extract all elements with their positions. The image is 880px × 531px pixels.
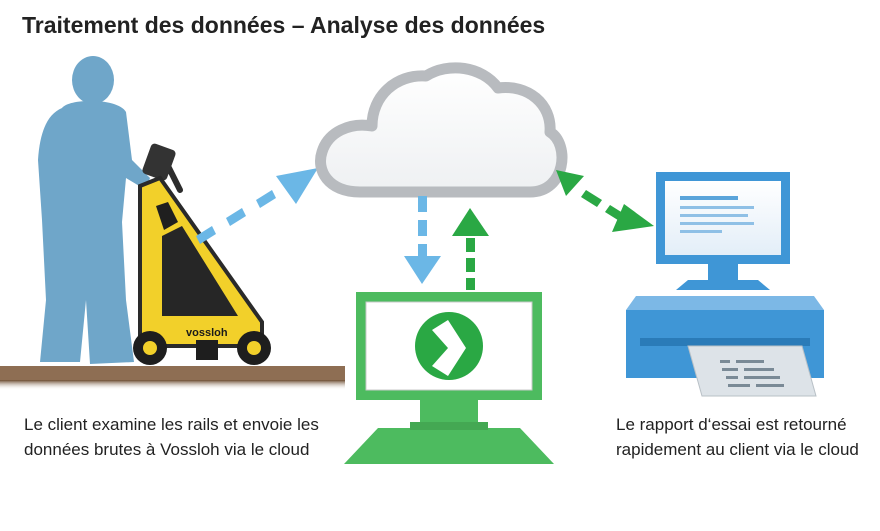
report-caption-line-1: Le rapport d‘essai est retourné (616, 415, 847, 434)
person-silhouette-icon (38, 56, 150, 365)
return-arrow (452, 208, 489, 290)
upload-arrow (196, 168, 318, 244)
rail-inspection-trolley-icon: vossloh (133, 143, 271, 365)
vossloh-logo-icon (415, 312, 483, 380)
rail-track (0, 366, 345, 390)
report-arrow (556, 170, 654, 232)
download-arrow (404, 196, 441, 284)
client-caption-line-1: Le client examine les rails et envoie le… (24, 415, 319, 434)
report-caption: Le rapport d‘essai est retourné rapideme… (616, 412, 878, 462)
printer-icon (626, 296, 824, 397)
trolley-brand-label: vossloh (186, 327, 228, 339)
client-caption: Le client examine les rails et envoie le… (24, 412, 354, 462)
cloud-icon (315, 62, 568, 198)
client-computer-icon (656, 172, 790, 290)
report-caption-line-2: rapidement au client via le cloud (616, 440, 859, 459)
page-title: Traitement des données – Analyse des don… (22, 12, 546, 38)
client-caption-line-2: données brutes à Vossloh via le cloud (24, 440, 310, 459)
